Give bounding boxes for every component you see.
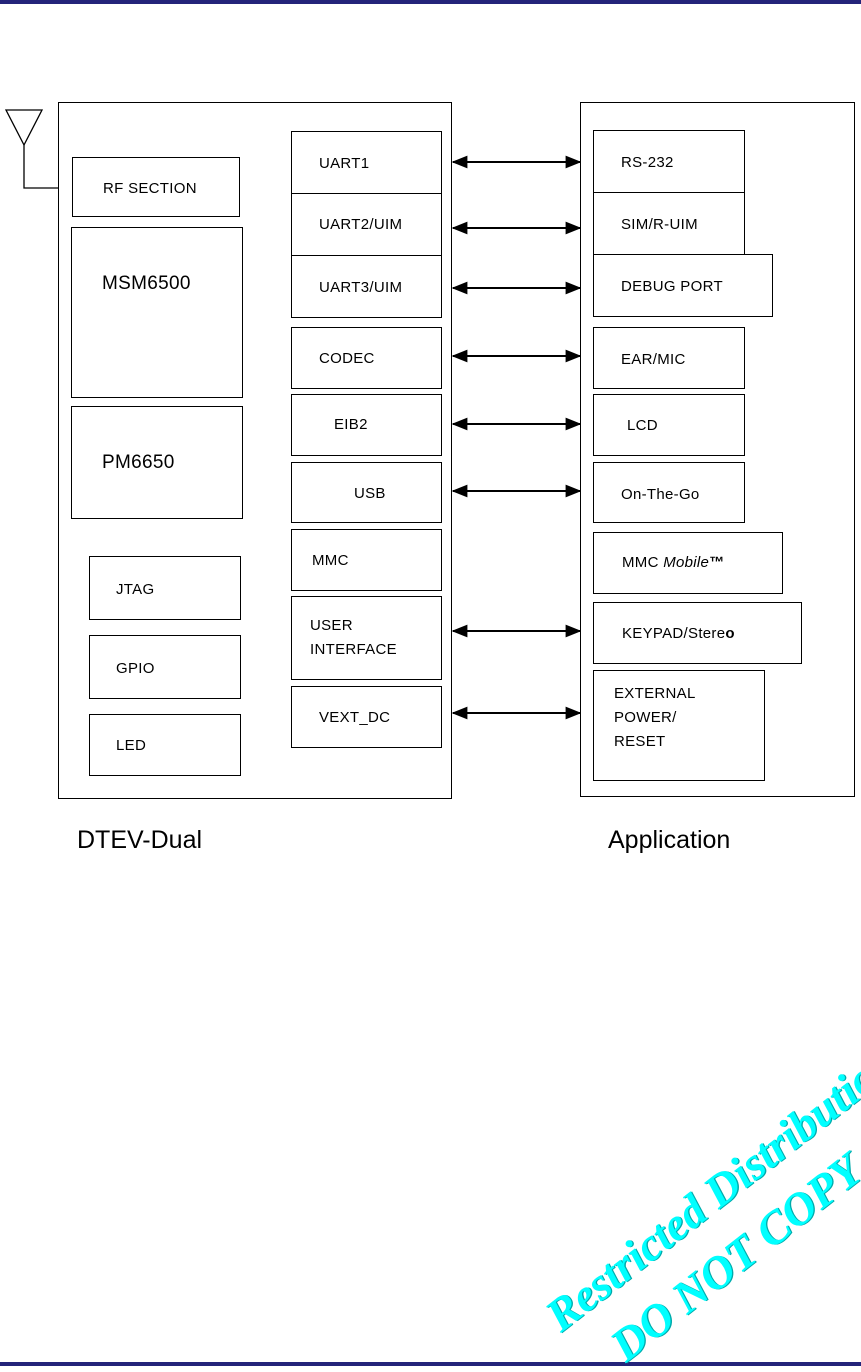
external-power-reset-block: EXTERNAL POWER/ RESET	[593, 670, 765, 781]
user-interface-label-line2: INTERFACE	[310, 641, 397, 660]
mmc-mobile-label-b: Mobile	[663, 554, 709, 571]
eib2-block: EIB2	[291, 394, 442, 456]
sim-block: SIM/R-UIM	[593, 192, 745, 255]
uart2-label: UART2/UIM	[319, 216, 402, 235]
gpio-block: GPIO	[89, 635, 241, 699]
keypad-stereo-label: KEYPAD/Stereo	[622, 625, 735, 644]
jtag-label: JTAG	[116, 581, 154, 600]
user-interface-label-line1: USER	[310, 617, 353, 636]
lcd-block: LCD	[593, 394, 745, 456]
dtev-caption: DTEV-Dual	[77, 826, 202, 855]
codec-label: CODEC	[319, 350, 375, 369]
uart1-block: UART1	[291, 131, 442, 194]
on-the-go-block: On-The-Go	[593, 462, 745, 523]
keypad-stereo-block: KEYPAD/Stereo	[593, 602, 802, 664]
mmc-label: MMC	[312, 552, 349, 571]
external-power-label-line2: POWER/	[614, 709, 677, 728]
pm6650-block: PM6650	[71, 406, 243, 519]
uart3-label: UART3/UIM	[319, 279, 402, 298]
uart1-label: UART1	[319, 155, 369, 174]
usb-label: USB	[354, 485, 386, 504]
jtag-block: JTAG	[89, 556, 241, 620]
uart2-block: UART2/UIM	[291, 193, 442, 256]
mmc-mobile-label: MMC Mobile™	[622, 554, 725, 573]
uart3-block: UART3/UIM	[291, 255, 442, 318]
sim-label: SIM/R-UIM	[621, 216, 698, 235]
vext-dc-block: VEXT_DC	[291, 686, 442, 748]
user-interface-block: USER INTERFACE	[291, 596, 442, 680]
mmc-mobile-label-a: MMC	[622, 554, 663, 571]
keypad-stereo-label-b: o	[725, 625, 734, 642]
led-block: LED	[89, 714, 241, 776]
ear-mic-block: EAR/MIC	[593, 327, 745, 389]
on-the-go-label: On-The-Go	[621, 486, 700, 505]
ear-mic-label: EAR/MIC	[621, 351, 686, 370]
pm6650-label: PM6650	[102, 451, 175, 475]
rf-section-block: RF SECTION	[72, 157, 240, 217]
usb-block: USB	[291, 462, 442, 523]
lcd-label: LCD	[627, 417, 658, 436]
application-caption: Application	[608, 826, 730, 855]
rf-section-label: RF SECTION	[103, 180, 197, 199]
rs232-label: RS-232	[621, 154, 674, 173]
mmc-mobile-block: MMC Mobile™	[593, 532, 783, 594]
mmc-mobile-label-c: ™	[709, 554, 724, 571]
keypad-stereo-label-a: KEYPAD/Stere	[622, 625, 725, 642]
external-power-label-line1: EXTERNAL	[614, 685, 696, 704]
vext-dc-label: VEXT_DC	[319, 709, 390, 728]
led-label: LED	[116, 737, 146, 756]
msm6500-label: MSM6500	[102, 272, 191, 296]
mmc-block: MMC	[291, 529, 442, 591]
eib2-label: EIB2	[334, 416, 368, 435]
codec-block: CODEC	[291, 327, 442, 389]
msm6500-block: MSM6500	[71, 227, 243, 398]
gpio-label: GPIO	[116, 660, 155, 679]
rs232-block: RS-232	[593, 130, 745, 193]
external-power-label-line3: RESET	[614, 733, 666, 752]
debug-port-block: DEBUG PORT	[593, 254, 773, 317]
debug-port-label: DEBUG PORT	[621, 278, 723, 297]
